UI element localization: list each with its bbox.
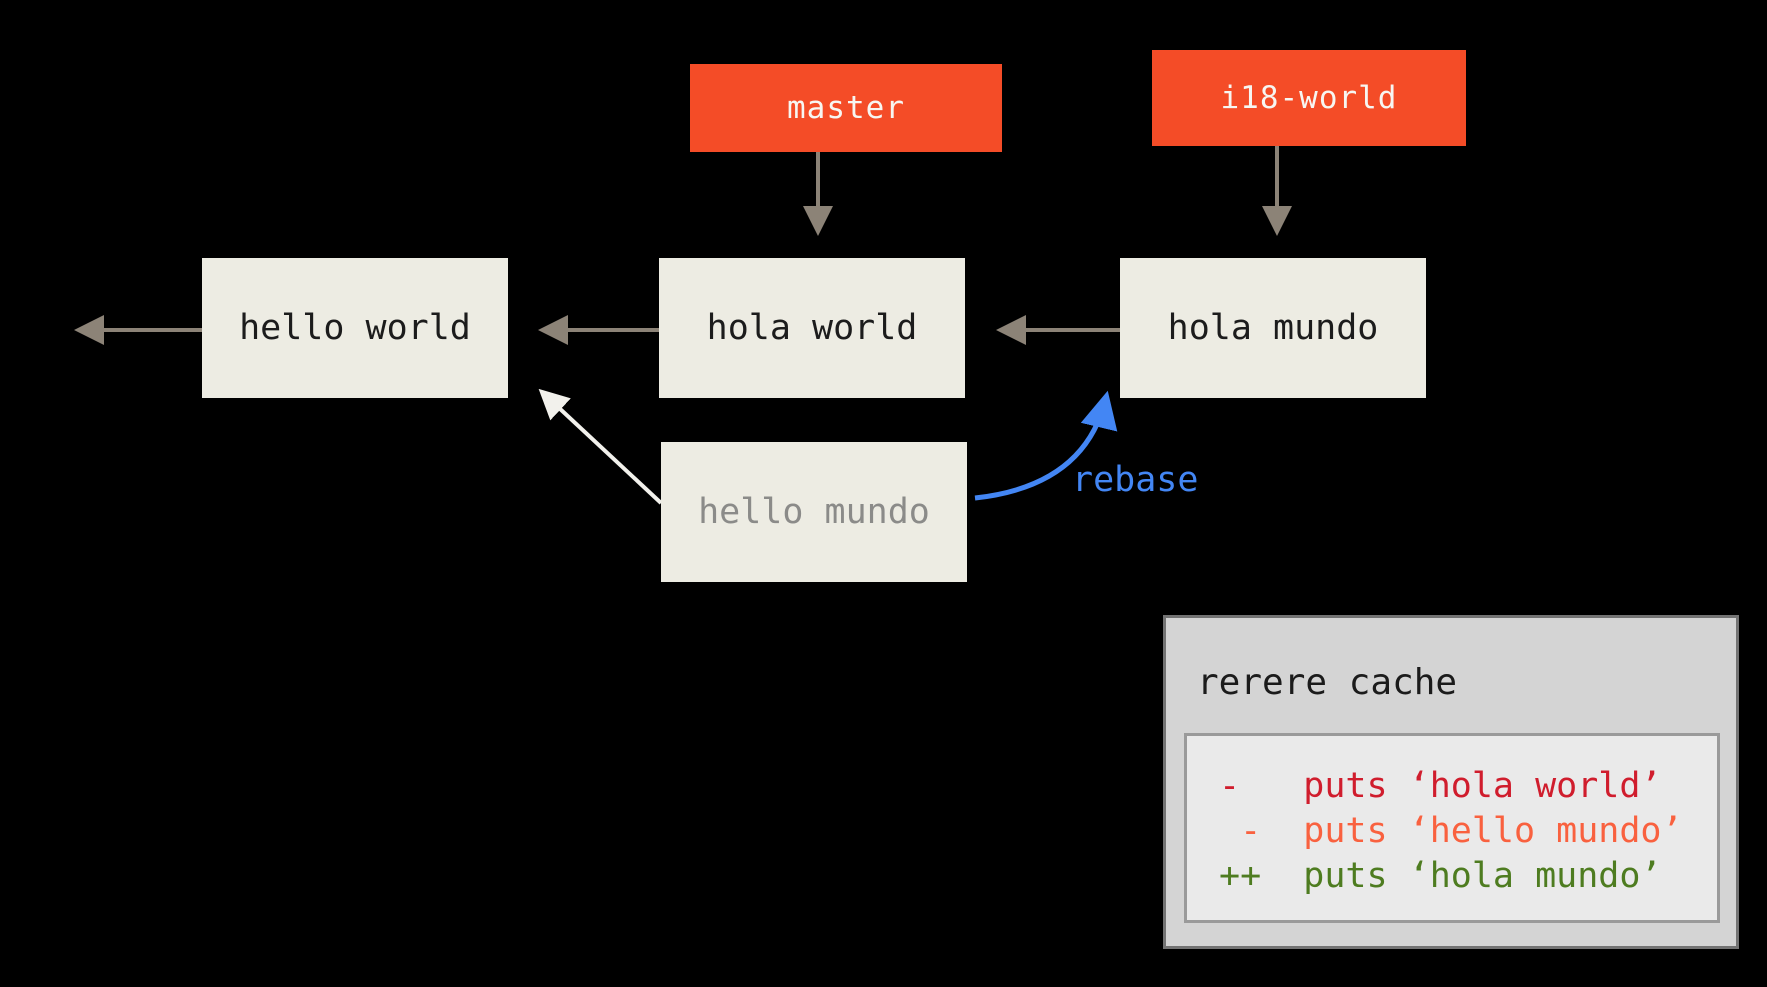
diff-line-removed-ours: - puts ‘hola world’ (1219, 766, 1662, 806)
diff-line-added-resolution: ++ puts ‘hola mundo’ (1219, 856, 1662, 896)
commit-box-hello-mundo-abandoned: hello mundo (661, 442, 967, 582)
diff-line-removed-theirs: - puts ‘hello mundo’ (1219, 811, 1683, 851)
commit-message: hello world (239, 308, 471, 348)
branch-label-i18-world-text: i18-world (1220, 80, 1398, 116)
branch-label-master: master (690, 64, 1002, 152)
commit-box-hello-world: hello world (202, 258, 508, 398)
branch-label-master-text: master (787, 90, 905, 126)
commit-message: hola mundo (1167, 308, 1379, 348)
arrow-hello-mundo-to-hello-world (538, 388, 663, 505)
commit-message: hello mundo (698, 492, 930, 532)
rerere-cache-title: rerere cache (1197, 662, 1458, 703)
arrow-rebase-curve (974, 390, 1118, 501)
commit-box-hola-mundo: hola mundo (1120, 258, 1426, 398)
rerere-cache-diff-box: - puts ‘hola world’ - puts ‘hello mundo’… (1184, 733, 1720, 923)
commit-box-hola-world: hola world (659, 258, 965, 398)
branch-label-i18-world: i18-world (1152, 50, 1466, 146)
rerere-cache-panel: rerere cache - puts ‘hola world’ - puts … (1163, 615, 1739, 949)
rebase-action-label: rebase (1072, 460, 1199, 500)
commit-message: hola world (706, 308, 918, 348)
